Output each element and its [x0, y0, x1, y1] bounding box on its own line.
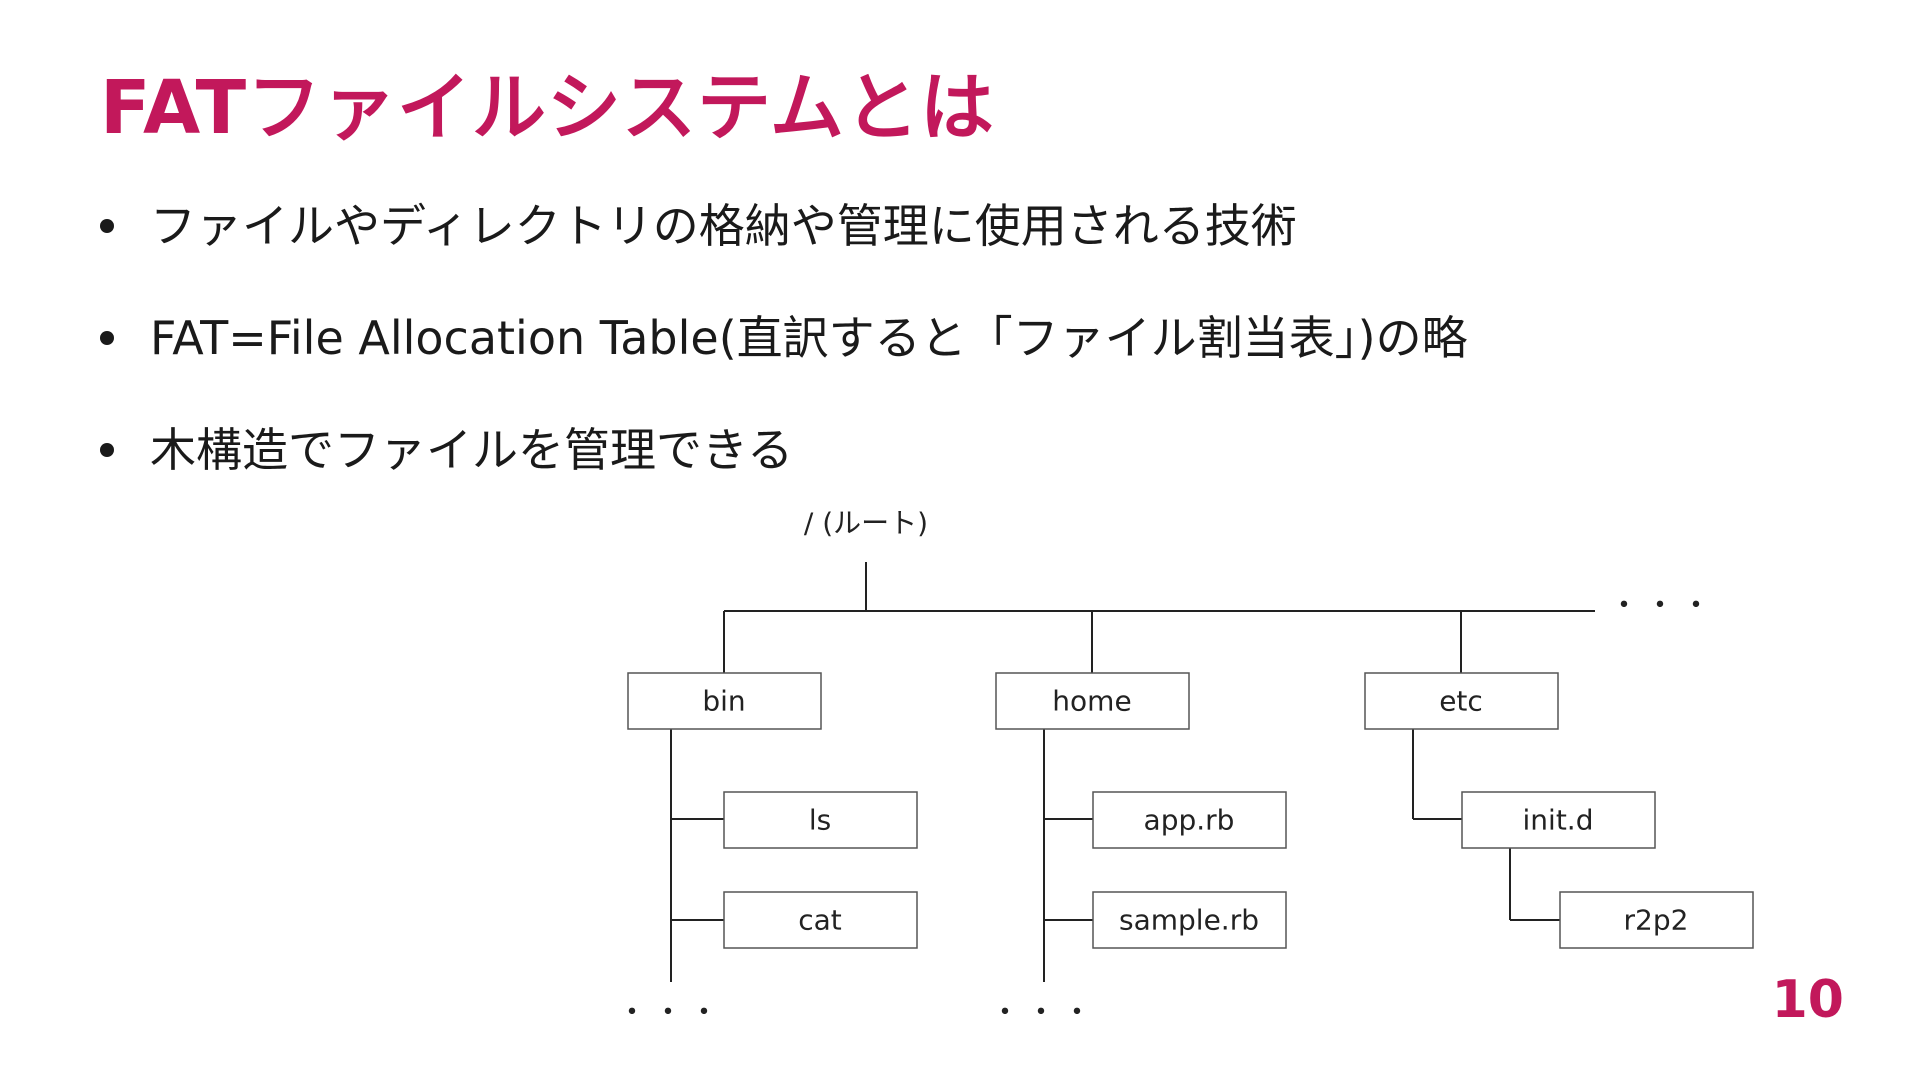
ellipsis-group: ・・・ ・・・ ・・・	[617, 589, 1717, 1031]
node-box-ls	[723, 791, 918, 849]
root-label: / (ルート)	[804, 507, 928, 540]
node-label-bin: bin	[702, 685, 745, 718]
bullet-text: FAT=File Allocation Table(直訳すると「ファイル割当表」…	[150, 311, 1468, 365]
node-box-home	[995, 672, 1190, 730]
node-label-ls: ls	[809, 804, 831, 837]
node-label-init-d: init.d	[1523, 804, 1594, 837]
node-box-r2p2	[1559, 891, 1754, 949]
node-label-r2p2: r2p2	[1624, 904, 1689, 937]
more-siblings-ellipsis: ・・・	[1609, 589, 1717, 624]
slide-title: FATファイルシステムとは	[100, 65, 995, 151]
bullet-text: ファイルやディレクトリの格納や管理に使用される技術	[150, 199, 1297, 253]
more-bin-ellipsis: ・・・	[617, 996, 725, 1031]
bullet-dot-icon	[100, 443, 114, 457]
node-box-etc	[1364, 672, 1559, 730]
bullet-item: 木構造でファイルを管理できる	[100, 394, 1468, 506]
more-home-ellipsis: ・・・	[990, 996, 1098, 1031]
node-label-etc: etc	[1439, 685, 1483, 718]
bullet-dot-icon	[100, 331, 114, 345]
page-number: 10	[1771, 970, 1844, 1030]
node-label-home: home	[1052, 685, 1131, 718]
bullet-item: FAT=File Allocation Table(直訳すると「ファイル割当表」…	[100, 282, 1468, 394]
node-label-cat: cat	[798, 904, 842, 937]
node-box-cat	[723, 891, 918, 949]
node-box-init-d	[1461, 791, 1656, 849]
bullet-dot-icon	[100, 219, 114, 233]
tree-boxes	[627, 672, 1754, 949]
bullet-list: ファイルやディレクトリの格納や管理に使用される技術 FAT=File Alloc…	[100, 170, 1468, 506]
node-box-sample-rb	[1092, 891, 1287, 949]
bullet-text: 木構造でファイルを管理できる	[150, 423, 794, 477]
node-box-bin	[627, 672, 822, 730]
node-label-sample-rb: sample.rb	[1119, 904, 1259, 937]
node-box-app-rb	[1092, 791, 1287, 849]
tree-labels: / (ルート) bin home etc ls cat app.rb sampl…	[702, 507, 1688, 937]
bullet-item: ファイルやディレクトリの格納や管理に使用される技術	[100, 170, 1468, 282]
node-label-app-rb: app.rb	[1144, 804, 1235, 837]
tree-connectors	[670, 562, 1595, 982]
